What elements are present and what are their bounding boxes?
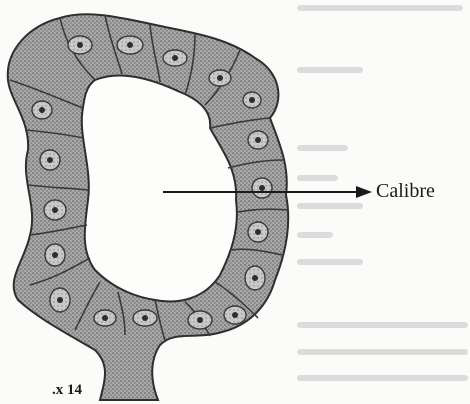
calibre-label: Calibre [376,180,435,203]
magnification-label: .x 14 [52,382,82,399]
